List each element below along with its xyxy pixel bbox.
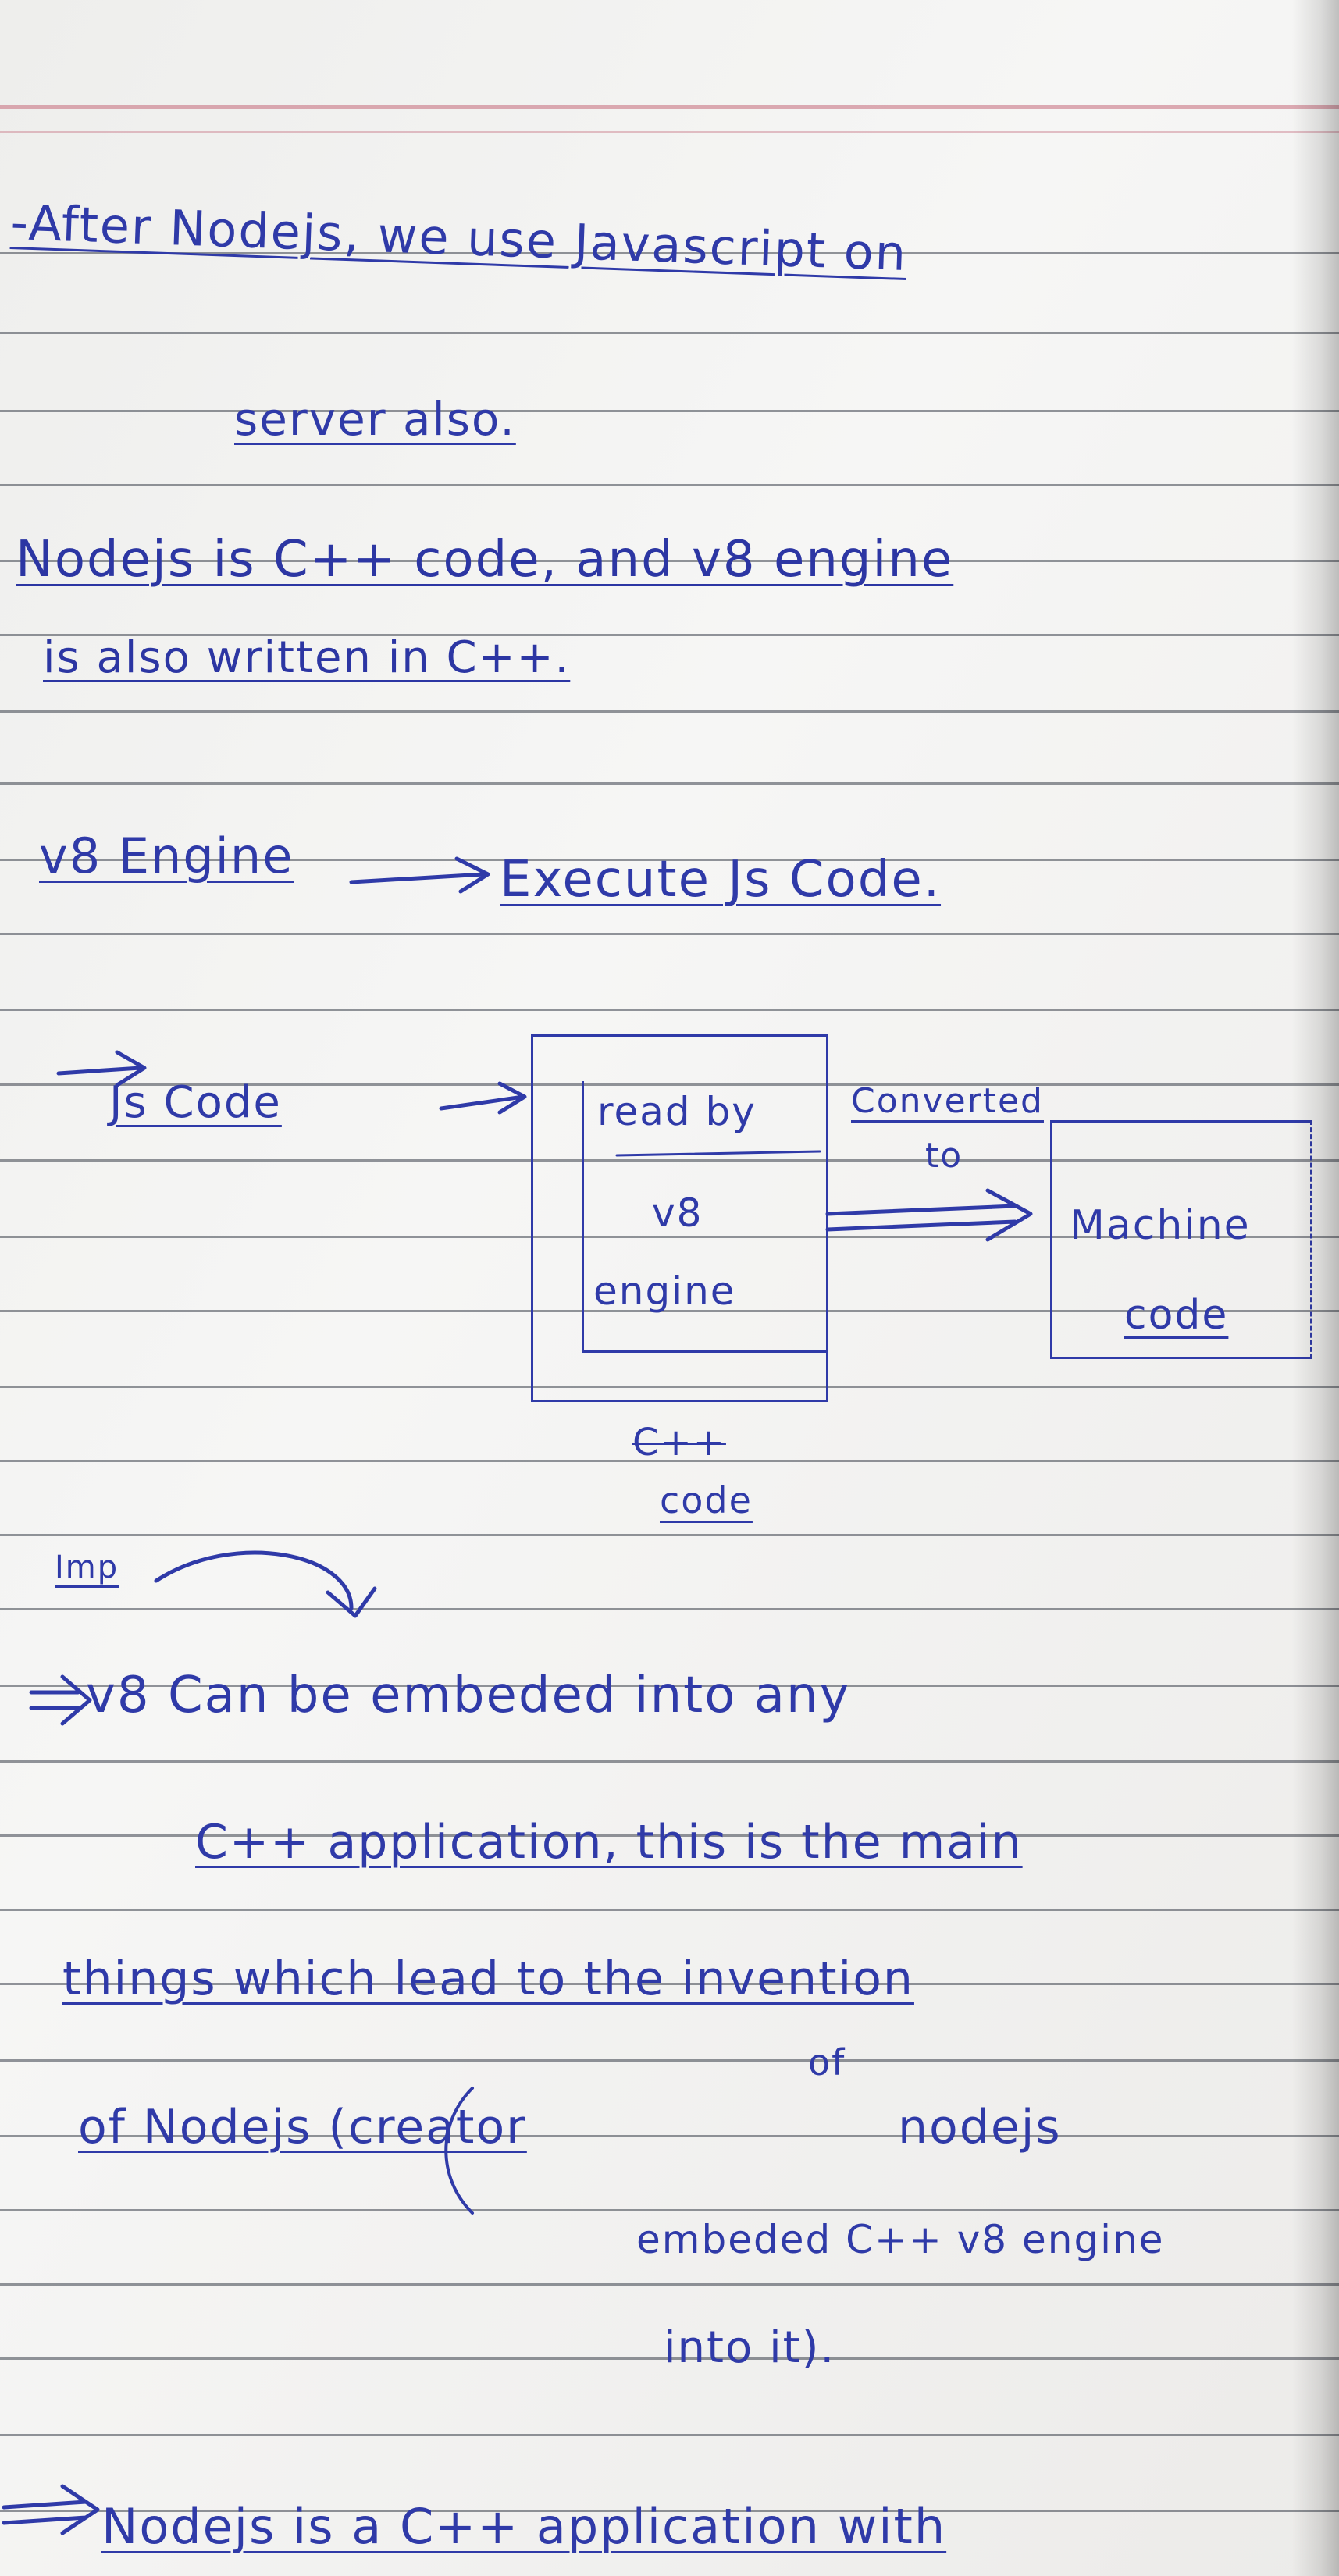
arrow-right-icon (349, 856, 490, 894)
flow-read-by: read by (597, 1089, 757, 1134)
ruled-line (0, 1083, 1339, 1086)
implies-arrow-icon (29, 1674, 92, 1726)
flow-v8: v8 (652, 1190, 703, 1236)
para-v8-embed-line1: v8 Can be embeded into any (86, 1667, 851, 1724)
para-v8-embed-line2: C++ application, this is the main (195, 1815, 1023, 1870)
ruled-line (0, 1983, 1339, 1985)
imp-marker: Imp (55, 1550, 119, 1585)
note-line-v8-written-cpp: is also written in C++. (43, 632, 571, 683)
ruled-line (0, 2434, 1339, 2436)
curved-arrow-icon (154, 1550, 377, 1618)
implies-arrow-icon (2, 2484, 100, 2535)
ruled-line (0, 1310, 1339, 1312)
para-v8-embed-line6: into it). (664, 2322, 836, 2373)
para-nodejs: nodejs (898, 2100, 1062, 2154)
ruled-line (0, 2510, 1339, 2512)
ruled-line (0, 1236, 1339, 1238)
ruled-line (0, 1009, 1339, 1011)
flow-to: to (925, 1136, 963, 1176)
flow-js-code: Js Code (109, 1077, 282, 1128)
ruled-line (0, 859, 1339, 861)
ruled-line (0, 1460, 1339, 1462)
ruled-line (0, 410, 1339, 412)
ruled-line (0, 933, 1339, 935)
v8-engine-inner-box (582, 1081, 828, 1353)
machine-code-box (1050, 1120, 1312, 1359)
note-v8-engine: v8 Engine (39, 827, 294, 884)
flow-engine: engine (593, 1268, 736, 1314)
note-line-nodejs-cpp: Nodejs is C++ code, and v8 engine (16, 531, 954, 589)
ruled-line (0, 1159, 1339, 1162)
ruled-line (0, 2357, 1339, 2360)
page-edge-shadow (1292, 0, 1339, 2576)
ruled-line (0, 2059, 1339, 2062)
ruled-line (0, 634, 1339, 636)
ruled-line (0, 1760, 1339, 1763)
flow-cpp-code: code (660, 1479, 753, 1521)
note-execute-js: Execute Js Code. (500, 851, 942, 909)
ruled-line (0, 710, 1339, 713)
note-line-server-also: server also. (234, 393, 516, 446)
ruled-line (0, 484, 1339, 486)
flow-code: code (1124, 1292, 1229, 1339)
ruled-line (0, 1386, 1339, 1388)
ruled-line (0, 1534, 1339, 1536)
ruled-line (0, 252, 1339, 254)
ruled-line (0, 1909, 1339, 1911)
arrow-right-icon (56, 1050, 147, 1087)
ruled-line (0, 2283, 1339, 2286)
ruled-line (0, 1834, 1339, 1837)
margin-line-red (0, 105, 1339, 109)
para-v8-embed-line5: embeded C++ v8 engine (636, 2217, 1165, 2262)
flow-converted: Converted (851, 1081, 1044, 1121)
ruled-line (0, 2209, 1339, 2211)
ruled-line (0, 2135, 1339, 2137)
flow-machine: Machine (1070, 1202, 1251, 1249)
para-v8-embed-line3: things which lead to the invention (62, 1952, 914, 2006)
ruled-line (0, 1608, 1339, 1610)
flow-cpp: C++ (632, 1421, 726, 1464)
ruled-line (0, 560, 1339, 562)
ruled-line (0, 1685, 1339, 1687)
ruled-line (0, 332, 1339, 334)
para-nodejs-cpp-app: Nodejs is a C++ application with (101, 2498, 947, 2555)
margin-line-red (0, 131, 1339, 133)
ruled-line (0, 782, 1339, 785)
arrow-right-icon (439, 1081, 527, 1115)
para-of-insert: of (808, 2041, 846, 2083)
arrow-right-icon (825, 1188, 1033, 1242)
